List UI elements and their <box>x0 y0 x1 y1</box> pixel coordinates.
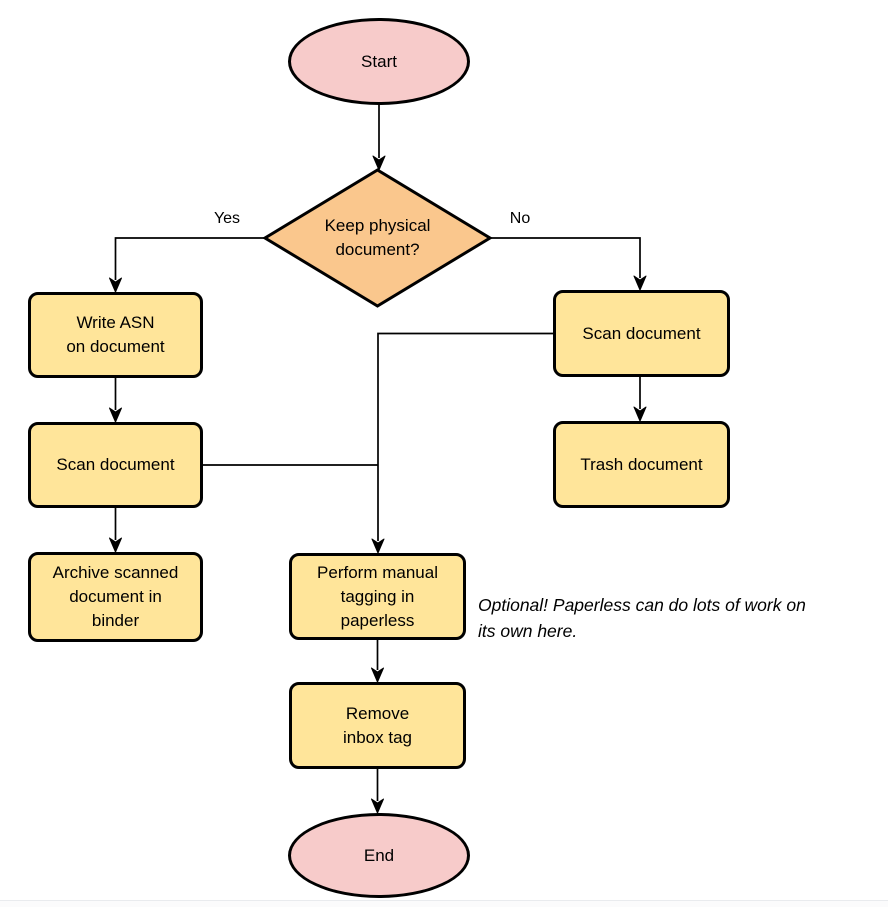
edge-decision-scan-right <box>489 237 647 291</box>
decision-diamond-shape <box>262 168 493 308</box>
edge-remove-end <box>371 769 384 814</box>
node-end-label: End <box>363 845 395 865</box>
node-end: End <box>288 813 470 898</box>
node-trash-document-label: Trash document <box>580 454 703 474</box>
node-start: Start <box>288 18 470 105</box>
bottom-rule <box>0 900 888 901</box>
edge-label-yes: Yes <box>213 210 241 227</box>
node-scan-document-right-label: Scan document <box>582 323 701 343</box>
edge-scans-perform-tagging <box>203 332 553 554</box>
edge-perform-remove <box>371 640 384 683</box>
edge-scan-right-trash <box>633 377 647 422</box>
node-scan-document-left: Scan document <box>28 422 203 508</box>
edge-scan-left-archive <box>109 508 122 553</box>
edge-start-decision <box>372 105 386 171</box>
node-trash-document: Trash document <box>553 421 730 508</box>
node-scan-document-left-label: Scan document <box>56 455 175 474</box>
edge-decision-write-asn <box>109 237 266 293</box>
note-optional: Optional! Paperless can do lots of work … <box>478 595 806 641</box>
bottom-strip <box>0 901 888 907</box>
node-scan-document-right: Scan document <box>553 290 730 377</box>
node-start-label: Start <box>361 51 397 71</box>
edge-label-no: No <box>509 210 531 227</box>
edge-write-asn-scan-left <box>109 378 122 423</box>
